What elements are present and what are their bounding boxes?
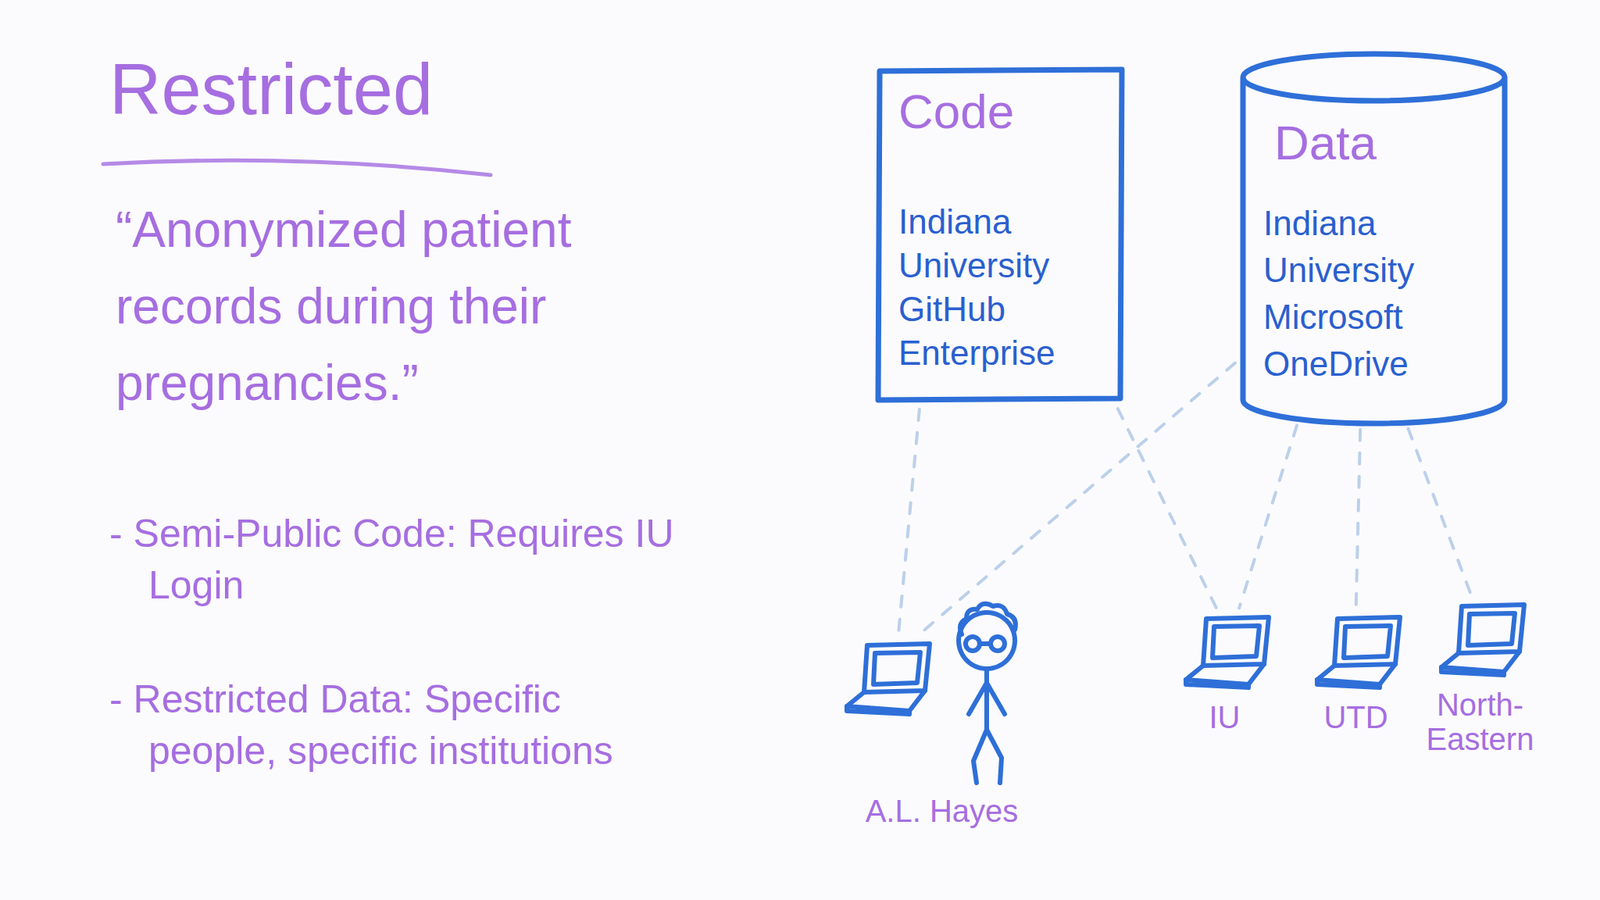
laptop-label: IU [1171,700,1278,735]
laptop-display [1467,613,1515,646]
laptop-label: UTD [1303,700,1409,735]
laptop-icon [842,640,936,715]
laptop-base [846,690,925,711]
box-heading: Data [1263,114,1490,171]
laptop-base [1185,664,1265,685]
laptop-node: North-Eastern [1415,601,1545,757]
laptop-base [1441,651,1520,672]
diagram-title: Restricted [109,48,433,131]
laptop-display [1212,625,1260,658]
bullet-note: - Semi-Public Code: Requires IU Login [109,507,688,611]
laptop-display [1343,625,1391,658]
underline-stroke [103,160,491,175]
laptop-node: A.L. Hayes [842,639,1042,829]
laptop-node: IU [1171,614,1278,735]
laptop-screen [1458,604,1525,654]
laptop-icon [1312,614,1407,689]
cylinder-border [1242,53,1505,424]
laptop-edge [846,706,910,715]
laptop-edge [1317,679,1380,688]
person-hair [960,603,1016,635]
dashed-connector [1117,408,1217,609]
person-arms [968,682,1005,715]
laptop-edge [1441,667,1504,675]
bullet-note: - Restricted Data: Specific people, spec… [109,673,688,777]
dashed-connector [1239,425,1297,608]
person-body [984,668,990,730]
dashed-connector [1356,429,1361,608]
laptop-node: UTD [1303,614,1409,735]
laptop-label: North-Eastern [1415,687,1545,757]
quote-text: “Anonymized patient records during their… [115,191,679,422]
person-legs [973,729,1002,783]
data-cylinder: DataIndiana University Microsoft OneDriv… [1239,50,1508,427]
laptop-screen [1203,617,1269,666]
laptop-edge [1185,679,1249,688]
code-box: CodeIndiana University GitHub Enterprise [875,66,1125,404]
laptop-label: A.L. Hayes [842,793,1042,829]
dashed-connector [918,363,1236,636]
laptop-base [1317,664,1396,685]
box-body: Indiana University Microsoft OneDrive [1263,200,1490,388]
person-figure [942,604,1033,789]
box-border [878,69,1122,400]
laptop-icon [1181,614,1275,689]
dashed-connector [1407,428,1472,597]
laptop-screen [864,643,930,693]
laptop-screen [1334,617,1400,666]
dashed-connector [898,409,920,633]
laptop-icon [1436,601,1531,676]
box-body: Indiana University GitHub Enterprise [898,200,1105,375]
person-glasses [965,636,1005,651]
box-heading: Code [898,83,1105,140]
laptop-display [873,652,921,685]
